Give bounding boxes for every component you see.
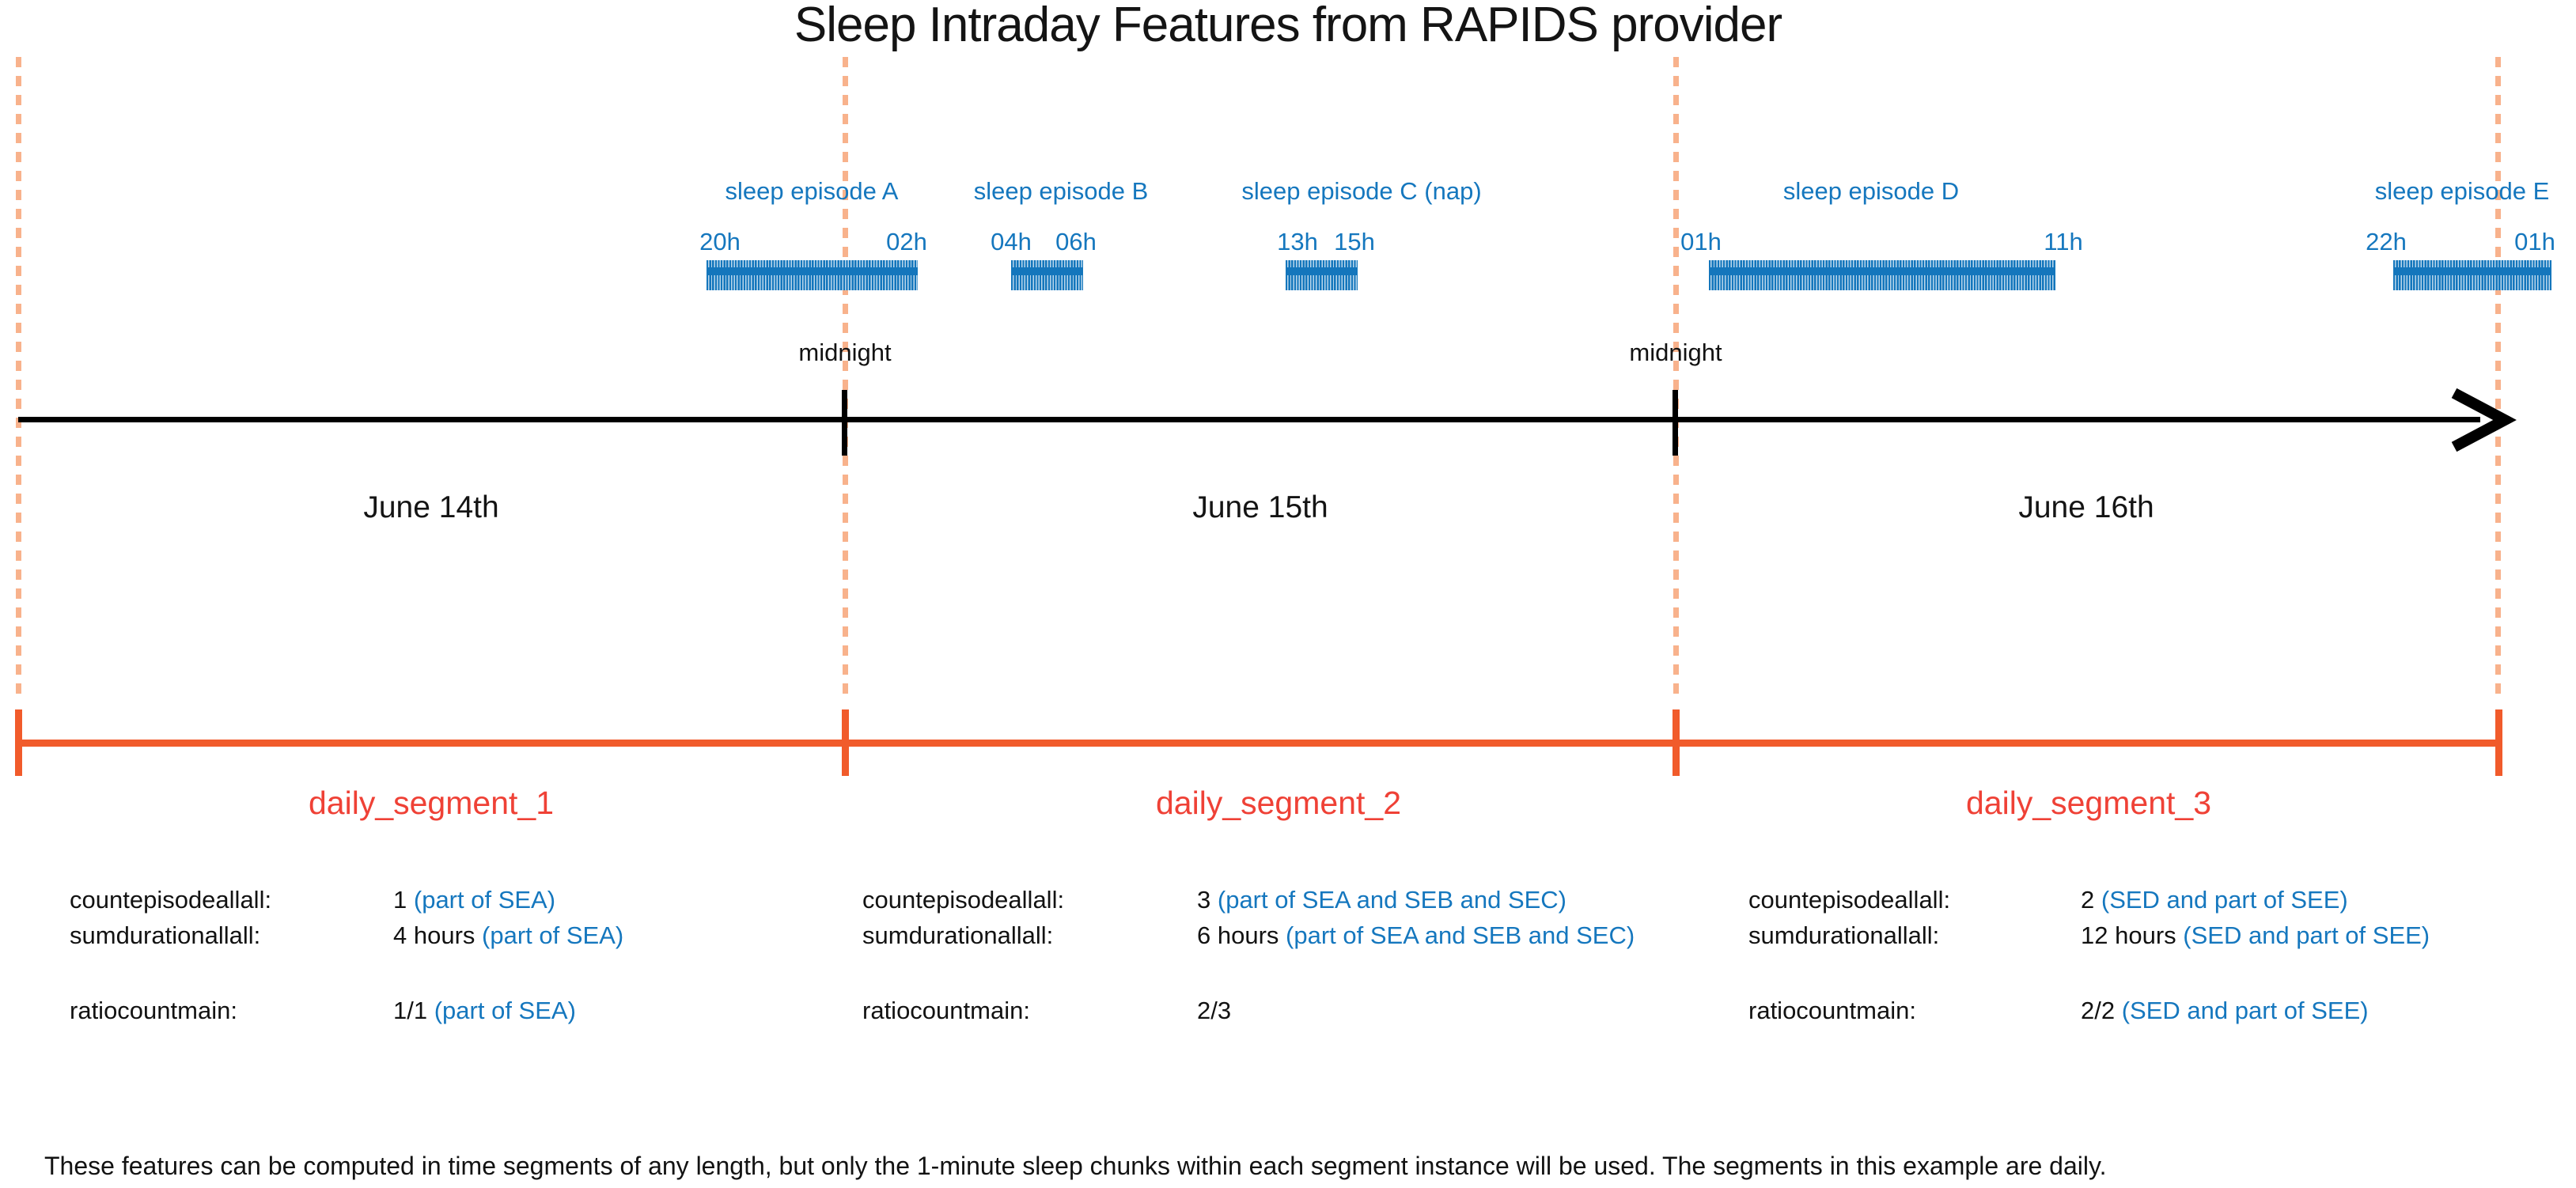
seg3-countepisode-value: 2 (SED and part of SEE) xyxy=(2081,886,2348,914)
value-note: (SED and part of SEE) xyxy=(2101,886,2348,914)
seg1-ratiocount-label: ratiocountmain: xyxy=(70,997,237,1024)
midnight-label: midnight xyxy=(1629,339,1722,366)
timeline-arrowhead xyxy=(2451,388,2517,452)
value-note: (part of SEA and SEB and SEC) xyxy=(1286,921,1635,949)
episode-c-label: sleep episode C (nap) xyxy=(1241,177,1482,205)
day-boundary-line xyxy=(16,57,21,696)
episode-a-start-time: 20h xyxy=(699,228,741,255)
episode-b-bar xyxy=(1011,260,1083,290)
segment-bracket-tick xyxy=(1673,709,1680,776)
seg3-countepisode-label: countepisodeallall: xyxy=(1748,886,1951,914)
episode-b-label: sleep episode B xyxy=(973,177,1149,205)
seg1-countepisode-value: 1 (part of SEA) xyxy=(393,886,555,914)
value: 1/1 xyxy=(393,997,428,1024)
episode-a-bar xyxy=(707,260,918,290)
value: 2/3 xyxy=(1197,997,1232,1024)
segment-2-name: daily_segment_2 xyxy=(1156,785,1401,821)
episode-d-start-time: 01h xyxy=(1680,228,1722,255)
segment-bracket-tick xyxy=(842,709,849,776)
episode-e-end-time: 01h xyxy=(2514,228,2555,255)
value: 4 hours xyxy=(393,921,475,949)
value-note: (part of SEA) xyxy=(413,886,556,914)
seg2-ratiocount-value: 2/3 xyxy=(1197,997,1231,1025)
segment-bracket-tick xyxy=(2495,709,2502,776)
segment-bracket-line xyxy=(18,740,2502,747)
day-boundary-line xyxy=(2495,57,2501,696)
value: 2 xyxy=(2081,886,2095,914)
value: 2/2 xyxy=(2081,997,2116,1024)
day-label-june-14: June 14th xyxy=(363,490,499,524)
episode-e-bar-core xyxy=(2393,267,2551,275)
episode-a-bar-core xyxy=(707,267,918,275)
value: 1 xyxy=(393,886,407,914)
seg2-sumduration-value: 6 hours (part of SEA and SEB and SEC) xyxy=(1197,921,1635,950)
seg2-ratiocount-label: ratiocountmain: xyxy=(862,997,1030,1024)
value-note: (SED and part of SEE) xyxy=(2121,997,2369,1024)
seg2-countepisode-label: countepisodeallall: xyxy=(862,886,1065,914)
day-boundary-line xyxy=(1673,57,1679,696)
episode-c-bar xyxy=(1286,260,1358,290)
seg2-countepisode-value: 3 (part of SEA and SEB and SEC) xyxy=(1197,886,1566,914)
seg1-sumduration-value: 4 hours (part of SEA) xyxy=(393,921,623,950)
value-note: (part of SEA) xyxy=(434,997,576,1024)
value: 3 xyxy=(1197,886,1211,914)
seg1-ratiocount-value: 1/1 (part of SEA) xyxy=(393,997,576,1025)
episode-b-start-time: 04h xyxy=(991,228,1032,255)
seg3-sumduration-value: 12 hours (SED and part of SEE) xyxy=(2081,921,2430,950)
midnight-tick xyxy=(842,390,847,456)
episode-e-start-time: 22h xyxy=(2366,228,2407,255)
value: 6 hours xyxy=(1197,921,1279,949)
episode-b-bar-core xyxy=(1011,267,1083,275)
value-note: (part of SEA) xyxy=(482,921,624,949)
segment-1-name: daily_segment_1 xyxy=(309,785,554,821)
value: 12 hours xyxy=(2081,921,2176,949)
day-boundary-line xyxy=(843,57,848,696)
segment-3-name: daily_segment_3 xyxy=(1966,785,2211,821)
episode-b-end-time: 06h xyxy=(1055,228,1097,255)
page-title: Sleep Intraday Features from RAPIDS prov… xyxy=(794,0,1782,52)
episode-c-bar-core xyxy=(1286,267,1358,275)
episode-a-end-time: 02h xyxy=(886,228,927,255)
episode-c-start-time: 13h xyxy=(1277,228,1318,255)
episode-e-bar xyxy=(2393,260,2551,290)
value-note: (SED and part of SEE) xyxy=(2183,921,2430,949)
timeline-axis xyxy=(18,417,2480,422)
day-label-june-16: June 16th xyxy=(2018,490,2154,524)
seg3-ratiocount-value: 2/2 (SED and part of SEE) xyxy=(2081,997,2369,1025)
value-note: (part of SEA and SEB and SEC) xyxy=(1217,886,1567,914)
segment-bracket-tick xyxy=(15,709,22,776)
seg1-sumduration-label: sumdurationallall: xyxy=(70,921,261,949)
day-label-june-15: June 15th xyxy=(1192,490,1328,524)
seg3-ratiocount-label: ratiocountmain: xyxy=(1748,997,1916,1024)
episode-e-label: sleep episode E xyxy=(2374,177,2550,205)
episode-d-bar xyxy=(1709,260,2055,290)
seg1-countepisode-label: countepisodeallall: xyxy=(70,886,272,914)
episode-d-bar-core xyxy=(1709,267,2055,275)
midnight-label: midnight xyxy=(798,339,892,366)
episode-a-label: sleep episode A xyxy=(725,177,899,205)
seg3-sumduration-label: sumdurationallall: xyxy=(1748,921,1940,949)
footnote: These features can be computed in time s… xyxy=(44,1152,2107,1180)
episode-c-end-time: 15h xyxy=(1334,228,1375,255)
seg2-sumduration-label: sumdurationallall: xyxy=(862,921,1054,949)
episode-d-end-time: 11h xyxy=(2044,228,2083,255)
midnight-tick xyxy=(1673,390,1678,456)
episode-d-label: sleep episode D xyxy=(1782,177,1960,205)
